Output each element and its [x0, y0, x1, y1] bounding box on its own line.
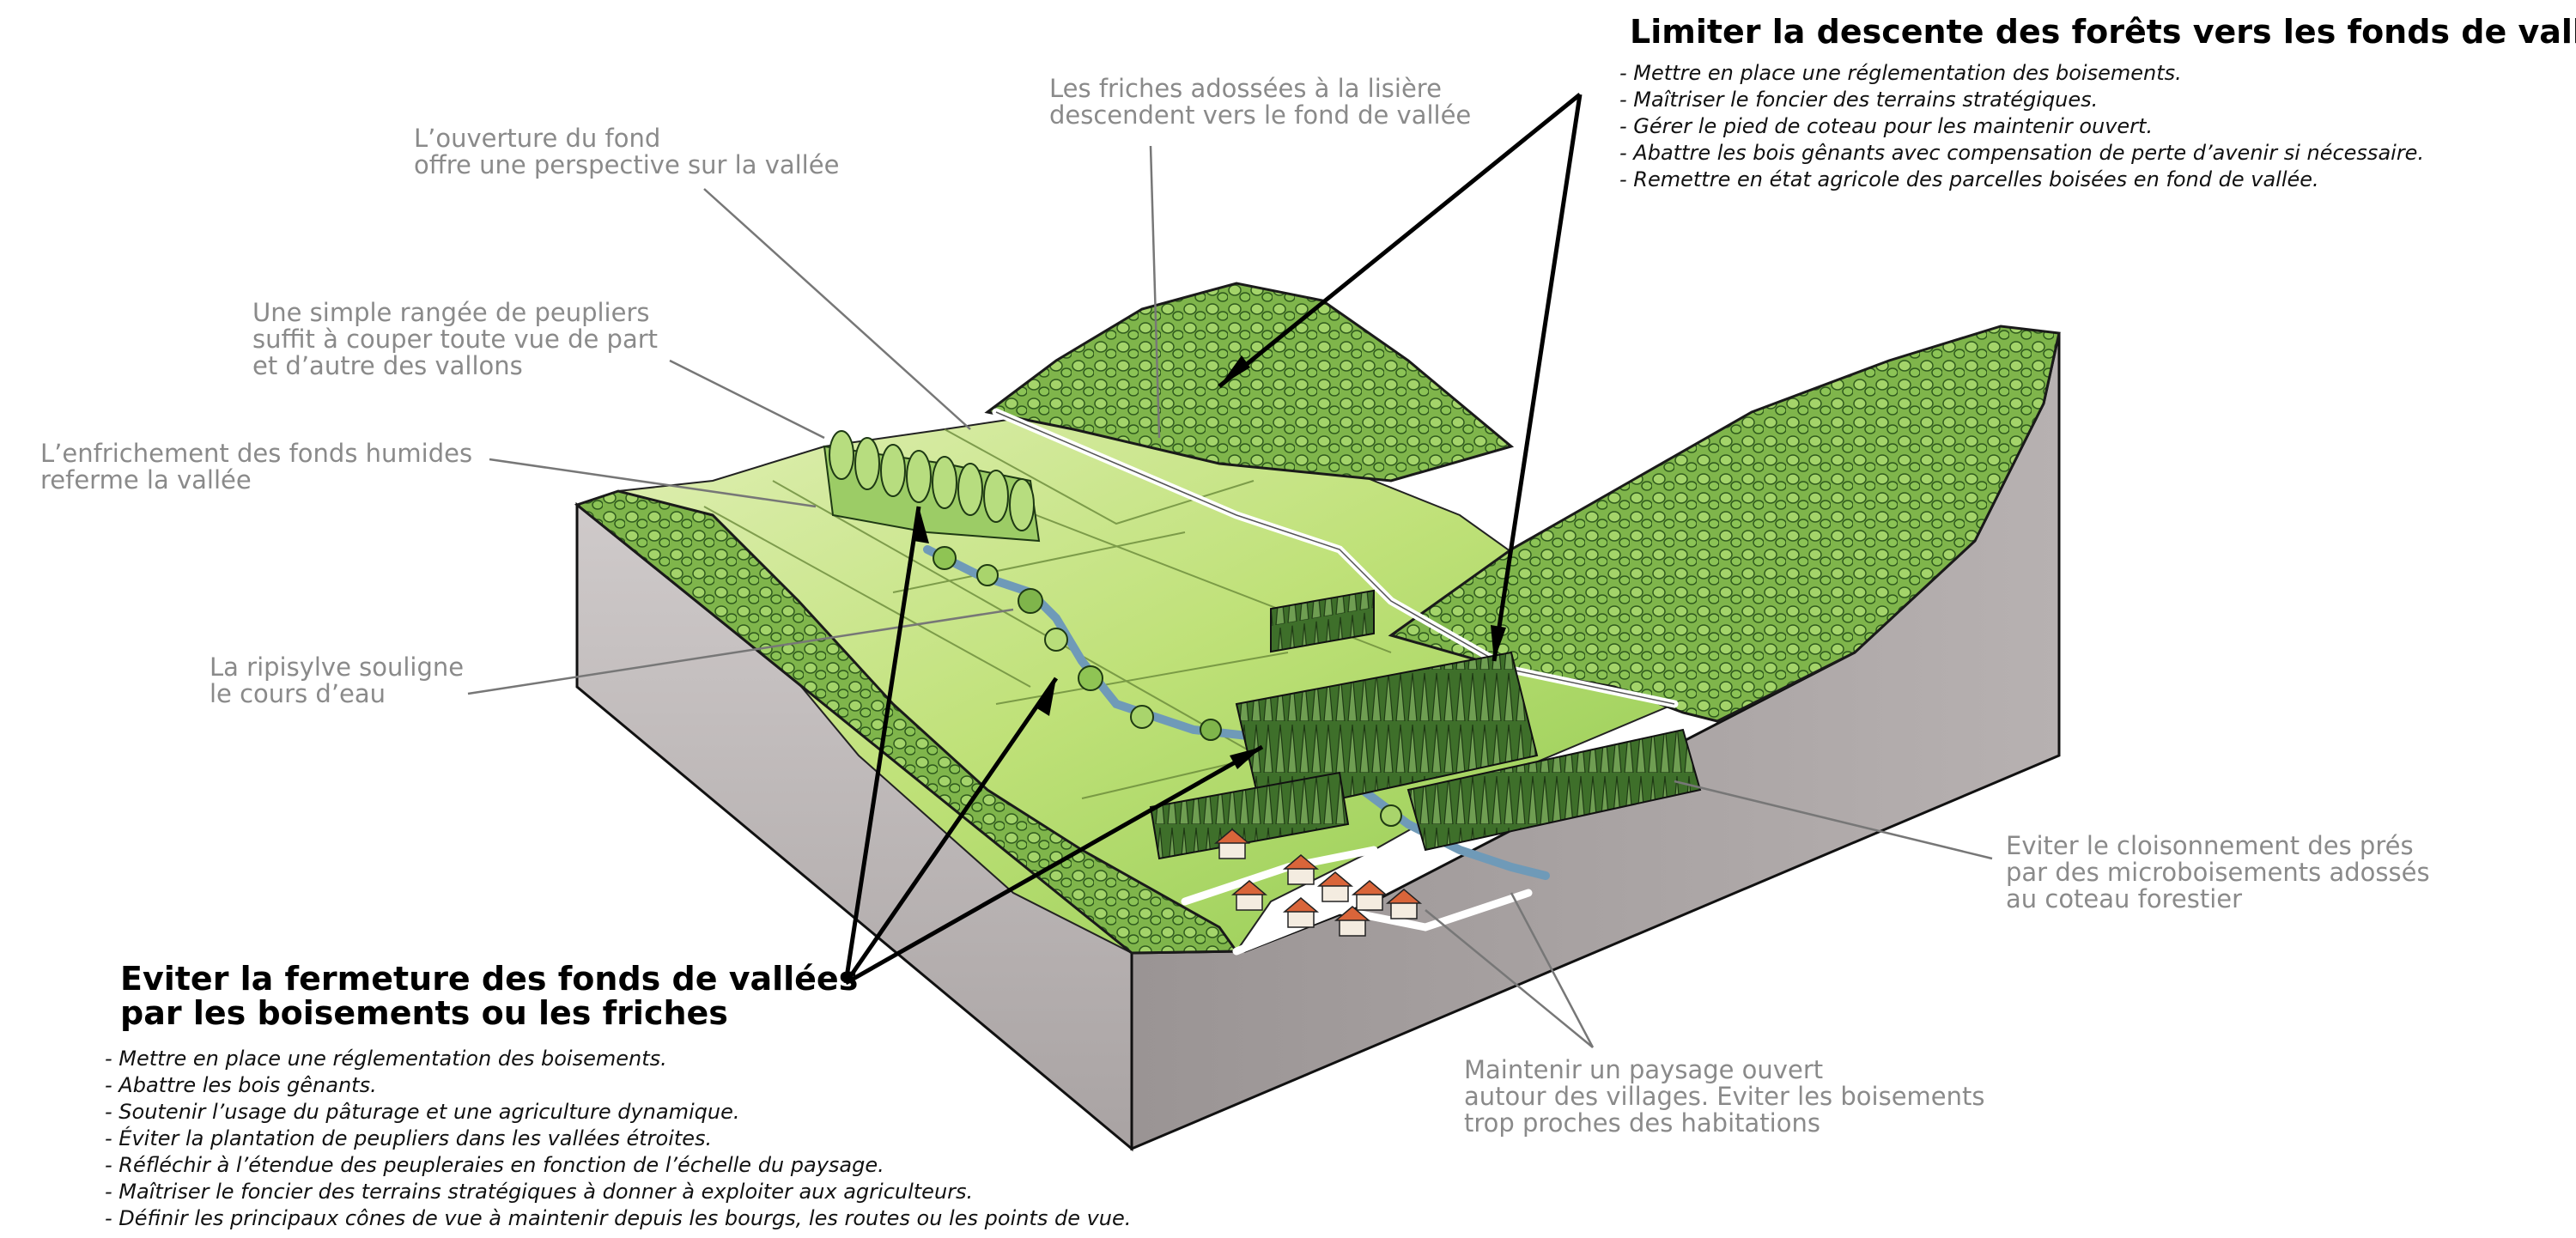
- back-hill: [984, 282, 1515, 482]
- annotation-line: autour des villages. Eviter les boisemen…: [1464, 1082, 1985, 1111]
- list-item: Réfléchir à l’étendue des peupleraies en…: [105, 1152, 1131, 1179]
- annotation-line: Les friches adossées à la lisière: [1049, 74, 1442, 103]
- title-limit-forest-descent: Limiter la descente des forêts vers les …: [1630, 13, 2576, 51]
- title-avoid-valley-closure: Eviter la fermeture des fonds de vallées…: [120, 962, 858, 1030]
- plantation-1: [1270, 589, 1375, 653]
- annotation-friches: Les friches adossées à la lisière descen…: [1049, 76, 1471, 129]
- annotation-line: suffit à couper toute vue de part: [252, 325, 659, 354]
- annotation-line: L’enfrichement des fonds humides: [40, 439, 473, 468]
- plantation-3: [1406, 728, 1702, 852]
- plantation-2: [1235, 651, 1539, 817]
- annotation-line: Une simple rangée de peupliers: [252, 298, 650, 327]
- list-item: Mettre en place une réglementation des b…: [1619, 60, 2424, 87]
- annotation-leaders: [467, 145, 1993, 1048]
- list-item: Abattre les bois gênants avec compensati…: [1619, 140, 2424, 167]
- list-item: Soutenir l’usage du pâturage et une agri…: [105, 1099, 1131, 1126]
- annotation-line: Eviter le cloisonnement des prés: [2006, 831, 2414, 860]
- annotation-cloisonnement: Eviter le cloisonnement des prés par des…: [2006, 833, 2430, 913]
- list-item: Définir les principaux cônes de vue à ma…: [105, 1205, 1131, 1232]
- left-slope: [574, 489, 1239, 955]
- list-item: Mettre en place une réglementation des b…: [105, 1046, 1131, 1072]
- list-avoid-valley-closure: Mettre en place une réglementation des b…: [105, 1046, 1131, 1232]
- annotation-line: descendent vers le fond de vallée: [1049, 100, 1472, 130]
- annotation-ripisylve: La ripisylve souligne le cours d’eau: [210, 654, 464, 707]
- annotation-line: referme la vallée: [40, 465, 252, 495]
- annotation-villages: Maintenir un paysage ouvert autour des v…: [1464, 1057, 1985, 1137]
- annotation-line: et d’autre des vallons: [252, 351, 523, 380]
- annotation-line: trop proches des habitations: [1464, 1108, 1820, 1138]
- annotation-line: L’ouverture du fond: [414, 124, 661, 153]
- annotation-line: par des microboisements adossés: [2006, 858, 2430, 887]
- annotation-line: offre une perspective sur la vallée: [414, 150, 840, 179]
- annotation-line: Maintenir un paysage ouvert: [1464, 1055, 1824, 1084]
- list-item: Maîtriser le foncier des terrains straté…: [1619, 87, 2424, 113]
- list-item: Éviter la plantation de peupliers dans l…: [105, 1126, 1131, 1152]
- annotation-peupliers: Une simple rangée de peupliers suffit à …: [252, 300, 658, 379]
- list-item: Abattre les bois gênants.: [105, 1072, 1131, 1099]
- annotation-line: La ripisylve souligne: [210, 652, 465, 682]
- annotation-line: au coteau forestier: [2006, 884, 2243, 913]
- plantation-4: [1149, 771, 1350, 860]
- title-line: par les boisements ou les friches: [120, 994, 728, 1032]
- main-arrows: [843, 93, 1583, 986]
- annotation-line: le cours d’eau: [210, 679, 386, 708]
- list-limit-forest-descent: Mettre en place une réglementation des b…: [1619, 60, 2424, 193]
- list-item: Gérer le pied de coteau pour les mainten…: [1619, 113, 2424, 140]
- title-line: Eviter la fermeture des fonds de vallées: [120, 960, 859, 998]
- list-item: Maîtriser le foncier des terrains straté…: [105, 1179, 1131, 1205]
- list-item: Remettre en état agricole des parcelles …: [1619, 167, 2424, 193]
- annotation-ouverture: L’ouverture du fond offre une perspectiv…: [414, 125, 839, 179]
- annotation-enfrichement: L’enfrichement des fonds humides referme…: [40, 440, 472, 494]
- village-houses: [1213, 828, 1423, 937]
